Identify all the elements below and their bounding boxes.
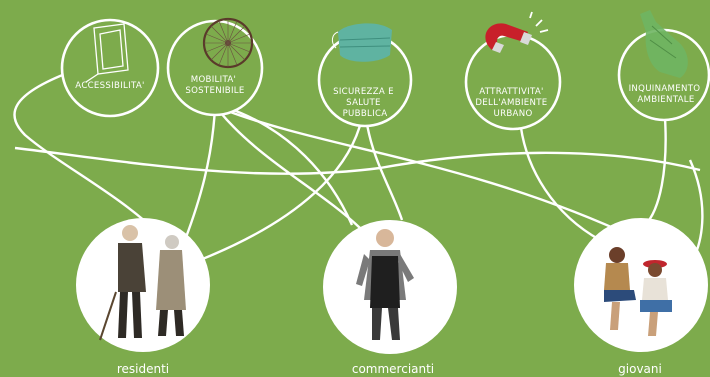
group-label-giovani: giovani xyxy=(618,362,662,376)
magnet-icon xyxy=(485,11,549,53)
topic-label-attrattivita-line3: URBANO xyxy=(493,109,532,119)
group-commercianti: commercianti xyxy=(323,220,457,376)
connection-lines xyxy=(13,70,704,266)
group-label-commercianti: commercianti xyxy=(352,362,434,376)
topic-attrattivita: ATTRATTIVITA' DELL'AMBIENTE URBANO xyxy=(464,11,562,131)
topic-inquinamento: INQUINAMENTO AMBIENTALE xyxy=(617,10,710,122)
edge-mobilita-residenti xyxy=(183,107,217,241)
topic-label-mobilita-line1: MOBILITA' xyxy=(191,75,236,85)
elderly-couple-photo xyxy=(99,225,186,341)
shopkeeper-photo xyxy=(356,229,414,340)
topic-label-mobilita: MOBILITA' SOSTENIBILE xyxy=(185,75,244,96)
topic-label-attrattivita: ATTRATTIVITA' DELL'AMBIENTE URBANO xyxy=(475,87,550,119)
topic-label-attrattivita-line2: DELL'AMBIENTE xyxy=(475,98,547,108)
edge-sicurezza-commercianti xyxy=(364,117,404,221)
topic-label-sicurezza-line2: SALUTE xyxy=(346,98,381,108)
topic-label-inquinamento-line2: AMBIENTALE xyxy=(637,95,694,105)
edge-accessibilita-left xyxy=(13,70,161,236)
topic-label-inquinamento: INQUINAMENTO AMBIENTALE xyxy=(629,84,704,105)
plastic-bottle-icon xyxy=(640,10,688,78)
group-residenti: residenti xyxy=(76,218,210,376)
face-mask-icon xyxy=(331,23,392,62)
edge-mobilita-giovani xyxy=(224,108,641,242)
edge-long-horizontal xyxy=(14,146,701,175)
group-label-residenti: residenti xyxy=(117,362,169,376)
topic-label-sicurezza-line3: PUBBLICA xyxy=(343,109,388,119)
edge-mobilita-commercianti-b xyxy=(227,106,354,226)
topic-label-inquinamento-line1: INQUINAMENTO xyxy=(629,84,701,94)
topic-label-accessibilita: ACCESSIBILITA' xyxy=(75,81,144,91)
topic-mobilita: MOBILITA' SOSTENIBILE xyxy=(166,17,264,117)
edge-inquinamento-giovani xyxy=(644,117,667,226)
bicycle-wheel-icon xyxy=(202,17,254,69)
edge-attrattivita-giovani xyxy=(518,119,601,242)
young-people-photo xyxy=(604,247,672,336)
group-giovani: giovani xyxy=(574,218,708,376)
topic-label-sicurezza-line1: SICUREZZA E xyxy=(333,87,394,97)
topic-label-mobilita-line2: SOSTENIBILE xyxy=(185,86,244,96)
topic-label-sicurezza: SICUREZZA E SALUTE PUBBLICA xyxy=(333,87,397,119)
edge-sicurezza-residenti xyxy=(199,117,364,262)
door-frame-icon xyxy=(85,23,129,83)
topic-label-attrattivita-line1: ATTRATTIVITA' xyxy=(479,87,543,97)
topic-accessibilita: ACCESSIBILITA' xyxy=(60,18,160,118)
topic-sicurezza: SICUREZZA E SALUTE PUBBLICA xyxy=(317,23,413,128)
